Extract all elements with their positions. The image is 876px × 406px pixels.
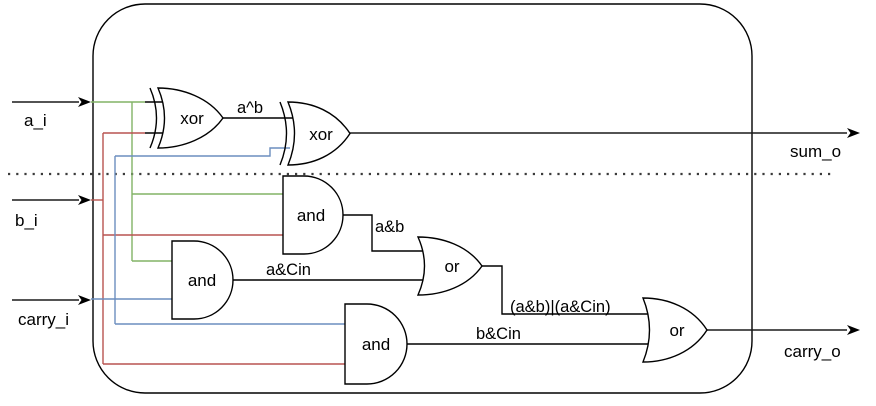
net-carry-to-xor2	[115, 147, 290, 157]
carry-o-arrowhead-icon	[847, 325, 860, 335]
xor1-label: xor	[180, 109, 204, 128]
and2-body	[171, 240, 234, 320]
input-b-i-arrow	[12, 195, 91, 205]
or2-body	[641, 297, 708, 363]
wire-label-a-and-b: a&b	[375, 218, 404, 236]
and2-gate: and	[171, 240, 234, 320]
input-label-b-i: b_i	[15, 211, 38, 230]
xor1-gate: xor	[149, 87, 224, 149]
and1-label: and	[297, 206, 325, 225]
or2-gate: or	[641, 297, 708, 363]
output-carry-o-arrow	[707, 325, 860, 335]
wire-ab-or-acin	[482, 265, 650, 315]
xor1-back-arc	[149, 87, 158, 149]
and3-label: and	[362, 335, 390, 354]
output-sum-o-arrow	[348, 128, 860, 138]
net-carry-wires	[91, 147, 345, 325]
xor2-back-arc	[279, 101, 288, 166]
wire-label-a-and-cin: a&Cin	[266, 261, 311, 279]
xor1-body	[156, 87, 224, 149]
output-label-sum-o: sum_o	[790, 142, 841, 161]
b-i-arrowhead-icon	[78, 195, 91, 205]
wire-label-ab-or-acin: (a&b)|(a&Cin)	[510, 298, 611, 316]
input-label-a-i: a_i	[24, 111, 47, 130]
carry-i-arrowhead-icon	[78, 295, 91, 305]
and3-body	[344, 303, 408, 385]
input-a-i-arrow	[12, 97, 91, 107]
input-carry-i-arrow	[12, 295, 91, 305]
xor2-body	[286, 101, 351, 166]
or2-label: or	[669, 321, 684, 340]
or1-label: or	[444, 257, 459, 276]
wire-a-and-b	[343, 214, 425, 252]
wire-label-b-and-cin: b&Cin	[476, 325, 521, 343]
xor2-label: xor	[309, 125, 333, 144]
and1-gate: and	[282, 175, 344, 255]
wire-label-a-xor-b: a^b	[237, 99, 263, 117]
and3-gate: and	[344, 303, 408, 385]
and2-label: and	[188, 271, 216, 290]
a-i-arrowhead-icon	[78, 97, 91, 107]
or1-gate: or	[416, 236, 483, 296]
output-label-carry-o: carry_o	[784, 342, 841, 361]
xor2-gate: xor	[279, 101, 351, 166]
and1-body	[282, 175, 344, 255]
module-boundary	[92, 3, 753, 394]
or1-body	[416, 236, 483, 296]
net-b-wires	[91, 132, 345, 365]
sum-o-arrowhead-icon	[847, 128, 860, 138]
input-label-carry-i: carry_i	[18, 310, 69, 329]
